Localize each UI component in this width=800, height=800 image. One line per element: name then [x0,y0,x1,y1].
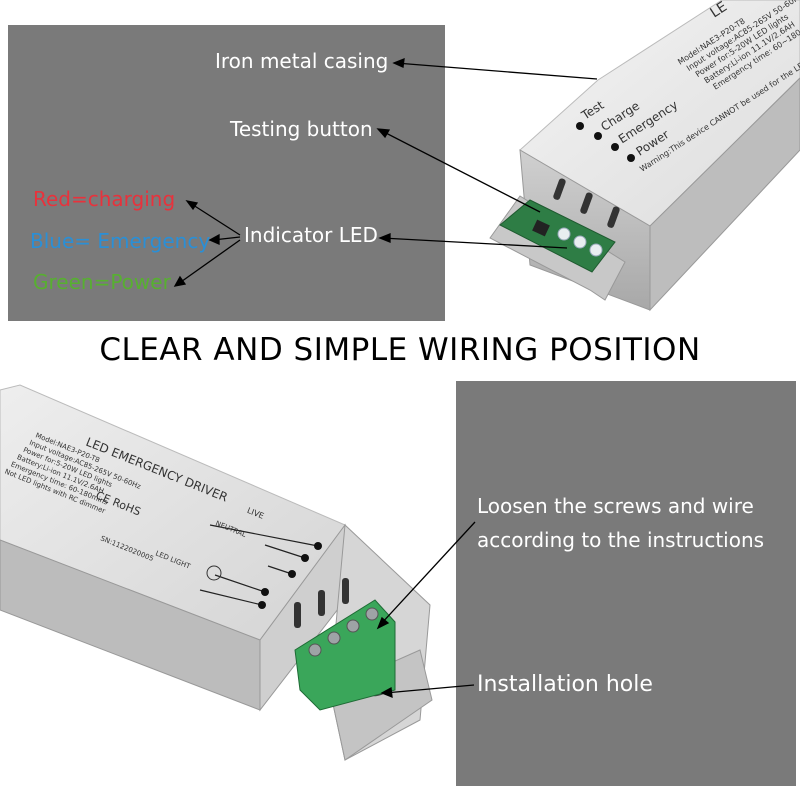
label-indicator-led: Indicator LED [244,223,378,247]
label-wiring-instructions: according to the instructions [477,528,765,552]
label-testing-button: Testing button [230,117,373,141]
top-arrows [173,57,598,287]
legend-blue-emergency: Blue= Emergency [30,229,211,253]
legend-green-power: Green=Power [33,270,171,294]
legend-red-charging: Red=charging [33,187,176,211]
label-iron-casing: Iron metal casing [215,49,389,73]
label-installation-hole: Installation hole [477,672,653,697]
top-panel [8,25,445,321]
bottom-panel [456,381,796,786]
section-heading: CLEAR AND SIMPLE WIRING POSITION [99,332,701,368]
bottom-device: LED EMERGENCY DRIVER LIVE Model:NAE3-P20… [0,384,433,761]
top-device: Test Charge Emergency Power Model:NAE3-P… [489,0,800,312]
bottom-arrows [376,521,476,699]
label-loosen-screws: Loosen the screws and wire [477,494,754,518]
